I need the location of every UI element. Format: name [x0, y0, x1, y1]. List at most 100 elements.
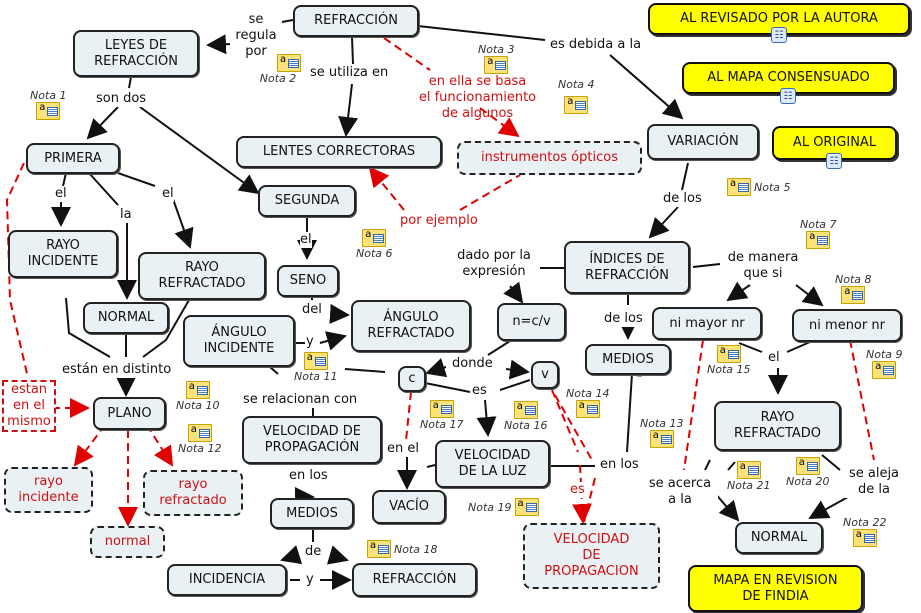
link-sondos	[128, 76, 132, 89]
note-11[interactable]: Nota 11	[294, 352, 338, 383]
link-label: en los	[600, 457, 639, 473]
link-label: el	[300, 232, 312, 248]
concept-plano[interactable]: PLANO	[93, 397, 166, 430]
note-icon[interactable]	[484, 56, 509, 74]
note-icon[interactable]	[513, 401, 538, 419]
link-revisado-por-la-autora[interactable]: AL REVISADO POR LA AUTORA	[648, 3, 910, 35]
concept-n-igual-c-v[interactable]: n=c/v	[497, 303, 566, 341]
note-18[interactable]: Nota 18	[367, 540, 438, 558]
note-icon[interactable]	[575, 400, 600, 418]
note-icon[interactable]	[187, 424, 212, 442]
note-icon[interactable]	[727, 178, 751, 196]
note-14[interactable]: Nota 14	[566, 387, 610, 418]
note-9[interactable]: Nota 9	[866, 348, 903, 379]
link-label: de manera que si	[724, 250, 802, 282]
concept-angulo-incidente[interactable]: ÁNGULO INCIDENTE	[183, 315, 295, 367]
concept-seno[interactable]: SENO	[277, 265, 339, 297]
link-label: donde	[452, 356, 493, 372]
concept-medios-bottom[interactable]: MEDIOS	[270, 498, 354, 529]
link-label: de	[305, 544, 322, 560]
concept-map-icon[interactable]: ☷	[780, 88, 796, 104]
note-label: Nota 20	[786, 475, 830, 488]
note-icon[interactable]	[795, 457, 820, 475]
note-icon[interactable]	[649, 430, 674, 448]
note-icon[interactable]	[736, 461, 761, 479]
link-label: de los	[604, 311, 643, 327]
note-2[interactable]: Nota 2	[255, 54, 301, 85]
note-22[interactable]: Nota 22	[843, 516, 887, 547]
note-icon[interactable]	[872, 361, 897, 379]
concept-rayo-incidente[interactable]: RAYO INCIDENTE	[8, 230, 118, 278]
note-13[interactable]: Nota 13	[640, 417, 684, 448]
note-icon[interactable]	[367, 540, 391, 558]
note-5[interactable]: Nota 5	[727, 178, 791, 196]
note-icon[interactable]	[716, 345, 741, 363]
note-7[interactable]: Nota 7	[800, 218, 837, 249]
concept-normal[interactable]: NORMAL	[83, 302, 169, 334]
note-16[interactable]: Nota 16	[504, 401, 548, 432]
note-1[interactable]: Nota 1	[30, 89, 67, 120]
note-3[interactable]: Nota 3	[478, 43, 515, 74]
note-label: Nota 11	[294, 370, 338, 383]
note-icon[interactable]	[806, 231, 831, 249]
concept-instrumentos-opticos[interactable]: instrumentos ópticos	[457, 141, 642, 175]
concept-ni-menor-nr[interactable]: ni menor nr	[792, 309, 902, 342]
concept-lentes-correctoras[interactable]: LENTES CORRECTORAS	[236, 136, 442, 168]
note-20[interactable]: Nota 20	[786, 457, 830, 488]
concept-velocidad-de-propagacion-red[interactable]: VELOCIDAD DE PROPAGACION	[523, 523, 660, 589]
link-mapa-en-revision-findia[interactable]: MAPA EN REVISION DE FINDIA	[688, 565, 863, 612]
concept-incidencia[interactable]: INCIDENCIA	[167, 564, 287, 596]
note-15[interactable]: Nota 15	[707, 345, 751, 376]
note-label: Nota 1	[30, 89, 67, 102]
concept-velocidad-de-propagacion[interactable]: VELOCIDAD DE PROPAGACIÓN	[242, 416, 382, 464]
note-4[interactable]: Nota 4	[558, 78, 595, 114]
concept-rayo-incidente-red[interactable]: rayo incidente	[4, 467, 93, 513]
note-icon[interactable]	[277, 54, 301, 72]
concept-leyes-de-refraccion[interactable]: LEYES DE REFRACCIÓN	[73, 30, 199, 77]
concept-variacion[interactable]: VARIACIÓN	[647, 124, 759, 160]
concept-normal-right[interactable]: NORMAL	[735, 522, 823, 554]
concept-c[interactable]: c	[398, 366, 426, 392]
concept-angulo-refractado[interactable]: ÁNGULO REFRACTADO	[351, 300, 471, 352]
note-17[interactable]: Nota 17	[420, 400, 464, 431]
concept-ni-mayor-nr[interactable]: ni mayor nr	[652, 307, 762, 340]
note-6[interactable]: Nota 6	[356, 229, 393, 260]
concept-map-icon[interactable]: ☷	[771, 27, 787, 43]
concept-refraccion-bottom[interactable]: REFRACCIÓN	[352, 563, 477, 597]
link-label: por ejemplo	[400, 213, 478, 229]
concept-vacio[interactable]: VACÍO	[372, 490, 446, 524]
link-label: es	[570, 482, 585, 498]
concept-normal-red[interactable]: normal	[90, 526, 165, 558]
concept-indices-de-refraccion[interactable]: ÍNDICES DE REFRACCIÓN	[564, 241, 690, 294]
concept-rayo-refractado[interactable]: RAYO REFRACTADO	[138, 252, 266, 300]
note-8[interactable]: Nota 8	[835, 273, 872, 304]
concept-medios[interactable]: MEDIOS	[585, 344, 671, 375]
concept-rayo-refractado-right[interactable]: RAYO REFRACTADO	[714, 401, 841, 451]
concept-rayo-refractado-red[interactable]: rayo refractado	[143, 470, 243, 516]
note-icon[interactable]	[36, 102, 61, 120]
note-10[interactable]: Nota 10	[176, 381, 220, 412]
concept-refraccion[interactable]: REFRACCIÓN	[293, 5, 419, 37]
note-21[interactable]: Nota 21	[727, 461, 771, 492]
concept-v[interactable]: v	[531, 361, 559, 389]
note-label: Nota 10	[176, 399, 220, 412]
note-icon[interactable]	[514, 498, 539, 516]
link-label: se relacionan con	[243, 392, 358, 408]
note-19[interactable]: Nota 19	[468, 498, 539, 516]
note-icon[interactable]	[852, 529, 877, 547]
note-icon[interactable]	[564, 96, 589, 114]
note-label: Nota 22	[843, 516, 887, 529]
concept-segunda[interactable]: SEGUNDA	[258, 185, 356, 217]
note-label: Nota 21	[727, 479, 771, 492]
note-icon[interactable]	[841, 286, 866, 304]
concept-primera[interactable]: PRIMERA	[26, 143, 120, 174]
note-icon[interactable]	[185, 381, 210, 399]
concept-velocidad-de-la-luz[interactable]: VELOCIDAD DE LA LUZ	[435, 440, 550, 488]
link-label: y	[306, 572, 314, 588]
note-12[interactable]: Nota 12	[178, 424, 222, 455]
note-icon[interactable]	[362, 229, 387, 247]
note-icon[interactable]	[303, 352, 328, 370]
note-icon[interactable]	[429, 400, 454, 418]
note-label: Nota 13	[640, 417, 684, 430]
concept-map-icon[interactable]: ☷	[826, 153, 842, 169]
